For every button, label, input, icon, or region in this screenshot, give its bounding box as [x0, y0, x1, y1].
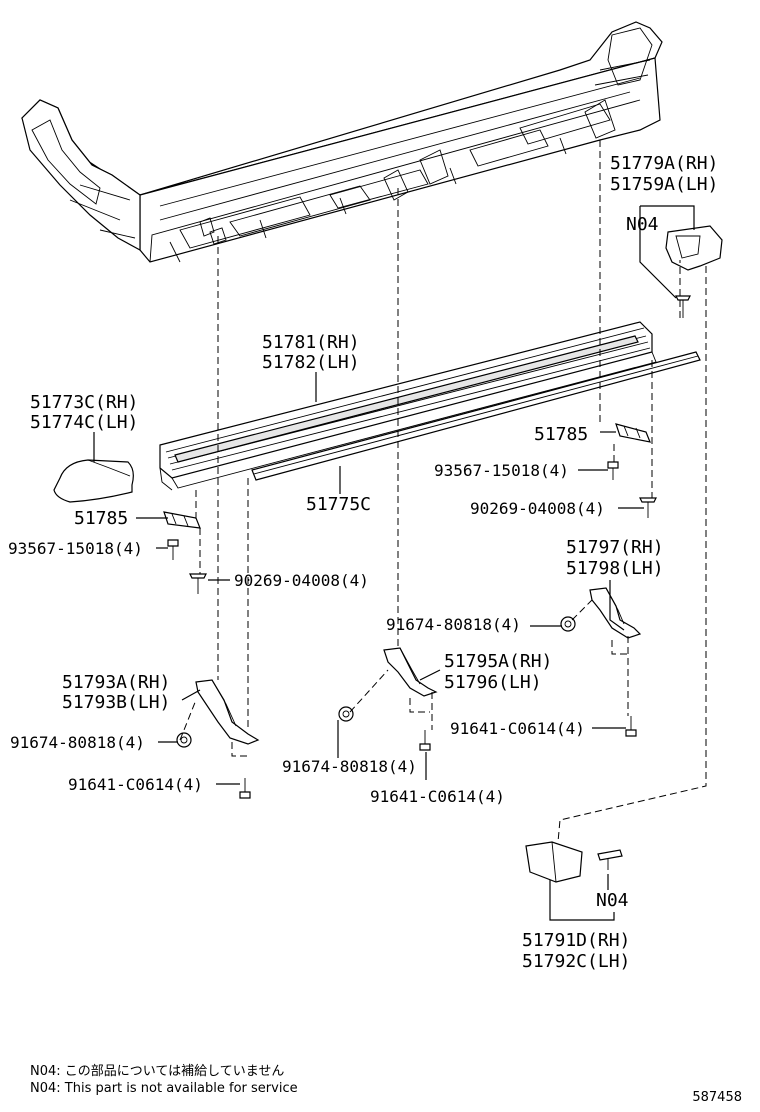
label-51773C: 51773C(RH)	[30, 392, 138, 413]
fasteners	[167, 295, 691, 870]
step-end-cap-front	[53, 459, 134, 503]
label-91674-right: 91674-80818(4)	[386, 615, 521, 634]
label-91641-center: 91641-C0614(4)	[370, 787, 505, 806]
assembly-lines	[179, 140, 707, 843]
label-91641-right: 91641-C0614(4)	[450, 719, 585, 738]
label-51792C: 51792C(LH)	[522, 951, 630, 972]
label-51793A: 51793A(RH)	[62, 672, 170, 693]
step-end-cap-rear	[665, 225, 723, 271]
label-n04-bottom: N04	[596, 890, 629, 911]
note-english: N04: This part is not available for serv…	[30, 1081, 298, 1096]
label-51795A: 51795A(RH)	[444, 651, 552, 672]
note-japanese: N04: この部品については補給していません	[30, 1064, 285, 1079]
step-moulding	[251, 351, 701, 481]
label-n04-top: N04	[626, 214, 659, 235]
label-51797: 51797(RH)	[566, 537, 664, 558]
label-51793B: 51793B(LH)	[62, 692, 170, 713]
label-51781: 51781(RH)	[262, 332, 360, 353]
label-51775C: 51775C	[306, 494, 371, 515]
label-51785-right: 51785	[534, 424, 588, 445]
label-51791D: 51791D(RH)	[522, 930, 630, 951]
label-51779A: 51779A(RH)	[610, 153, 718, 174]
label-91674-center: 91674-80818(4)	[282, 757, 417, 776]
running-board-step	[159, 321, 657, 491]
label-51798: 51798(LH)	[566, 558, 664, 579]
label-93567-right: 93567-15018(4)	[434, 461, 569, 480]
label-93567-left: 93567-15018(4)	[8, 539, 143, 558]
label-90269-left: 90269-04008(4)	[234, 571, 369, 590]
step-end-lamp	[525, 841, 583, 883]
label-51782: 51782(LH)	[262, 352, 360, 373]
label-91641-left: 91641-C0614(4)	[68, 775, 203, 794]
frame-floor-structure	[21, 21, 663, 263]
part-labels: 51779A(RH) 51759A(LH) N04 51781(RH) 5178…	[8, 153, 718, 972]
label-51759A: 51759A(LH)	[610, 174, 718, 195]
step-brackets	[195, 587, 642, 745]
bracket-clips	[163, 423, 651, 529]
label-91674-left: 91674-80818(4)	[10, 733, 145, 752]
leader-lines	[93, 205, 695, 921]
label-90269-right: 90269-04008(4)	[470, 499, 605, 518]
figure-number: 587458	[692, 1090, 742, 1105]
label-51796: 51796(LH)	[444, 672, 542, 693]
label-51774C: 51774C(LH)	[30, 412, 138, 433]
label-51785-left: 51785	[74, 508, 128, 529]
